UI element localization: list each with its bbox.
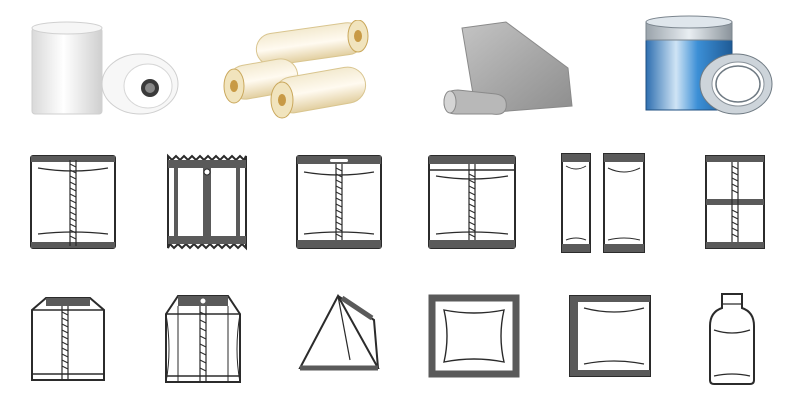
zipper-back-seal-bag <box>424 150 520 254</box>
stick-pack-pair <box>556 150 652 256</box>
pouch-icon <box>428 155 516 249</box>
gusset-bag-icon <box>31 297 105 381</box>
foil-roll-icon <box>645 15 773 115</box>
quad-seal-gusset-bag <box>160 290 246 388</box>
triangle-bag-icon <box>298 293 380 371</box>
four-side-seal-bag <box>428 294 520 378</box>
clear-film-roll <box>218 20 378 120</box>
three-side-seal-bag <box>566 292 654 380</box>
roll-icon <box>223 20 369 119</box>
sachet-icon <box>428 294 520 378</box>
pouch-icon <box>30 155 116 249</box>
sachet-icon <box>569 295 651 377</box>
pouch-icon <box>296 155 382 249</box>
triangle-pyramid-bag <box>294 290 384 380</box>
roll-icon <box>31 21 179 115</box>
shaped-bottle-pouch <box>704 290 760 388</box>
shaped-pouch-icon <box>709 293 755 385</box>
gusset-bag-icon <box>165 295 241 383</box>
grey-film-sheet <box>436 16 576 116</box>
pouch-icon <box>705 155 765 249</box>
continuous-linked-bags <box>700 150 770 254</box>
stick-pack-icon <box>561 153 645 253</box>
serrated-back-seal-bag <box>160 150 254 254</box>
hang-hole-back-seal-bag <box>292 150 386 254</box>
back-seal-pillow-bag <box>26 150 120 254</box>
aluminum-foil-roll <box>628 14 778 118</box>
white-film-roll <box>20 18 190 118</box>
gusset-block-bottom-bag <box>28 290 108 386</box>
pouch-icon <box>167 153 247 251</box>
sheet-icon <box>443 21 573 115</box>
